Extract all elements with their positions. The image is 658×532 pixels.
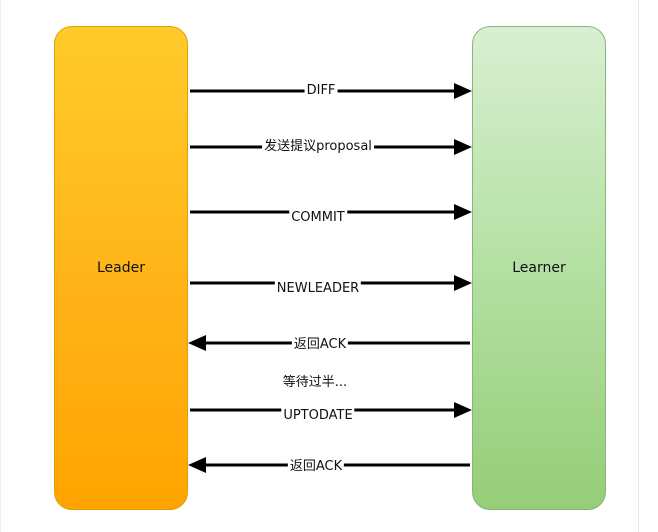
arrowhead-ack-1 xyxy=(188,335,206,351)
arrowhead-uptodate xyxy=(454,402,472,418)
note-wait-majority: 等待过半... xyxy=(282,375,348,390)
arrowhead-commit xyxy=(454,204,472,220)
message-label-proposal: 发送提议proposal xyxy=(262,139,374,155)
message-label-commit: COMMIT xyxy=(289,210,347,226)
message-label-ack-1: 返回ACK xyxy=(291,337,349,353)
learner-box: Learner xyxy=(472,26,606,510)
frame-border-right xyxy=(638,0,639,532)
leader-box: Leader xyxy=(54,26,188,510)
arrowhead-newleader xyxy=(454,275,472,291)
message-label-ack-2: 返回ACK xyxy=(287,459,345,475)
arrowhead-proposal xyxy=(454,139,472,155)
leader-label: Leader xyxy=(96,260,145,276)
arrowhead-diff xyxy=(454,83,472,99)
learner-label: Learner xyxy=(512,260,566,276)
message-label-newleader: NEWLEADER xyxy=(274,281,362,297)
message-label-diff: DIFF xyxy=(304,83,338,99)
arrowhead-ack-2 xyxy=(188,457,206,473)
message-label-uptodate: UPTODATE xyxy=(281,408,355,424)
frame-border-left xyxy=(0,0,1,532)
